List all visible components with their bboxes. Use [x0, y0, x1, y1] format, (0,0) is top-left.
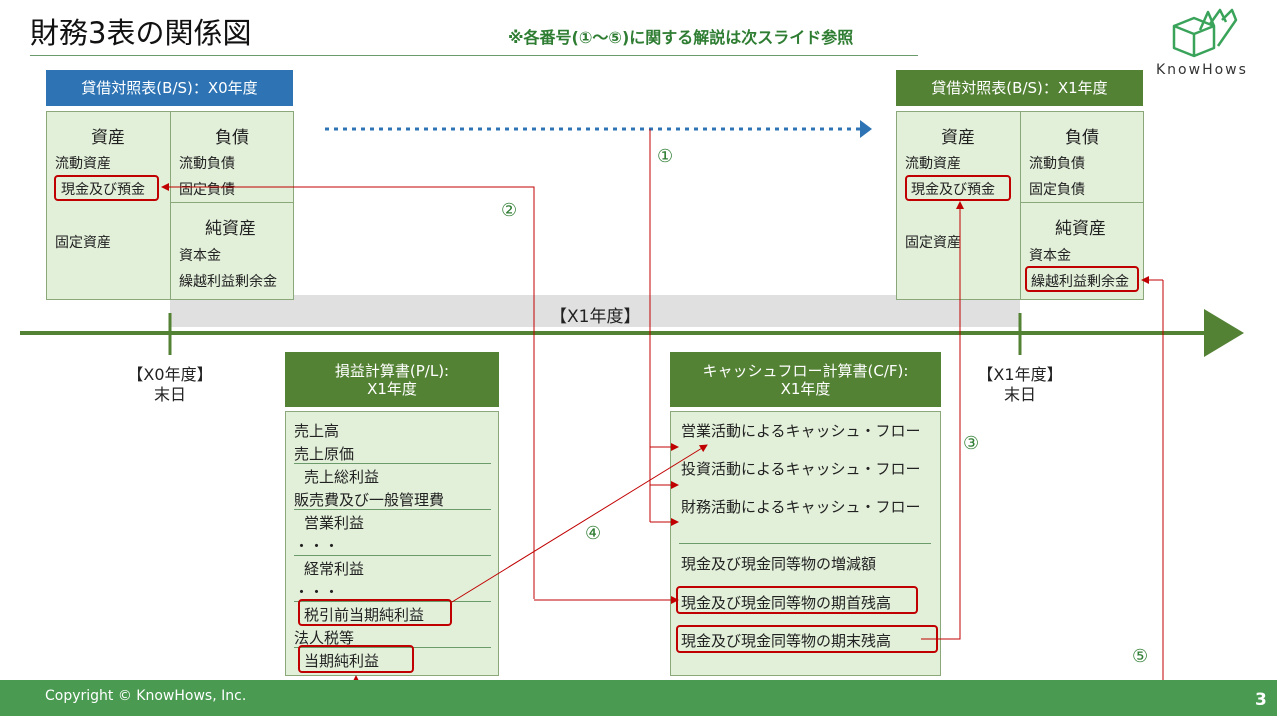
period-label: 【X1年度】 [550, 307, 641, 327]
copyright-text: Copyright © KnowHows, Inc. [45, 688, 247, 704]
pl-item: 売上原価 [294, 445, 355, 463]
page-number: 3 [1255, 690, 1267, 710]
bs-x1-liab-title: 負債 [1065, 128, 1099, 148]
pl-pretax-highlight [298, 599, 452, 626]
cf-item: 現金及び現金同等物の期末残高 [681, 632, 892, 650]
x1-period-band [170, 295, 1020, 327]
logo-text: KnowHows [1156, 62, 1248, 78]
marker-1: ① [657, 146, 674, 167]
bs-x1-current-liab: 流動負債 [1029, 156, 1085, 172]
pl-item: 売上総利益 [304, 468, 380, 486]
cf-header: キャッシュフロー計算書(C/F): X1年度 [670, 352, 941, 407]
bs-x1-equity-title: 純資産 [1055, 219, 1106, 239]
bs-x1-fixed-assets: 固定資産 [905, 235, 961, 251]
pl-divider [294, 509, 491, 510]
pl-item: 販売費及び一般管理費 [294, 491, 445, 509]
footer-bar [0, 680, 1277, 716]
bs-x0-assets-title: 資産 [91, 128, 125, 148]
bs-x0-cash-highlight [54, 175, 159, 201]
pl-divider [294, 463, 491, 464]
pl-divider [294, 647, 491, 648]
bs-x1-header: 貸借対照表(B/S)：X1年度 [896, 70, 1143, 106]
pl-table: 売上高 売上原価 売上総利益 販売費及び一般管理費 営業利益 ・・・ 経常利益 … [285, 411, 499, 676]
x1-end-label: 【X1年度】 末日 [960, 365, 1080, 405]
bs-rollforward-arrowhead [860, 120, 872, 138]
pl-divider [294, 555, 491, 556]
arrow-4 [451, 444, 708, 603]
pl-item: 法人税等 [294, 629, 355, 647]
marker-4: ④ [585, 523, 602, 544]
marker-5: ⑤ [1132, 646, 1149, 667]
x0-end-label: 【X0年度】 末日 [110, 365, 230, 405]
bs-x1-table: 資産 負債 純資産 流動資産 現金及び預金 固定資産 流動負債 固定負債 資本金… [896, 111, 1144, 300]
bs-x1-divider [1021, 202, 1143, 203]
x0-year-label: 【X0年度】 [127, 365, 213, 384]
page-title: 財務3表の関係図 [30, 16, 252, 50]
bs-x0-equity-title: 純資産 [205, 219, 256, 239]
cf-item: 投資活動によるキャッシュ・フロー [681, 460, 921, 478]
bs-x0-fixed-assets: 固定資産 [55, 235, 111, 251]
bs-x0-cash: 現金及び預金 [61, 182, 145, 198]
pl-item: 当期純利益 [304, 652, 380, 670]
bs-x0-retained: 繰越利益剰余金 [179, 274, 277, 290]
arrow-5-a [352, 280, 1164, 698]
arrow-3 [921, 201, 964, 640]
bs-x1-capital: 資本金 [1029, 248, 1071, 264]
pl-header: 損益計算書(P/L): X1年度 [285, 352, 499, 407]
pl-item: 経常利益 [304, 560, 365, 578]
bs-x0-fixed-liab: 固定負債 [179, 182, 235, 198]
title-divider [30, 55, 918, 56]
cf-item: 営業活動によるキャッシュ・フロー [681, 422, 921, 440]
cf-item: 財務活動によるキャッシュ・フロー [681, 498, 921, 516]
bs-x1-current-assets: 流動資産 [905, 156, 961, 172]
bs-x0-divider [171, 202, 293, 203]
pl-header-year: X1年度 [367, 379, 417, 398]
cf-table: 営業活動によるキャッシュ・フロー 投資活動によるキャッシュ・フロー 財務活動によ… [670, 411, 941, 676]
bs-x1-fixed-liab: 固定負債 [1029, 182, 1085, 198]
bs-x0-capital: 資本金 [179, 248, 221, 264]
cf-header-year: X1年度 [780, 379, 831, 398]
bs-x1-cash-highlight [905, 175, 1011, 201]
bs-x1-assets-col [897, 112, 1021, 299]
knowhows-logo-icon [1172, 8, 1238, 58]
x1-day-label: 末日 [1003, 385, 1036, 404]
bs-x1-retained: 繰越利益剰余金 [1031, 274, 1129, 290]
marker-3: ③ [963, 433, 980, 454]
pl-netincome-highlight [298, 645, 414, 673]
bs-x0-current-assets: 流動資産 [55, 156, 111, 172]
pl-header-title: 損益計算書(P/L): [334, 361, 450, 380]
marker-2: ② [501, 200, 518, 221]
bs-x0-liab-title: 負債 [215, 128, 249, 148]
cf-item: 現金及び現金同等物の増減額 [681, 555, 877, 573]
bs-x1-assets-title: 資産 [941, 128, 975, 148]
bs-x0-current-liab: 流動負債 [179, 156, 235, 172]
cf-item: 現金及び現金同等物の期首残高 [681, 594, 892, 612]
bs-x0-assets-col [47, 112, 171, 299]
pl-item: ・・・ [294, 537, 340, 555]
pl-item: 売上高 [294, 422, 340, 440]
cf-divider [679, 543, 931, 544]
pl-item: 営業利益 [304, 514, 365, 532]
x1-year-label: 【X1年度】 [977, 365, 1063, 384]
x0-day-label: 末日 [153, 385, 186, 404]
pl-divider [294, 601, 491, 602]
pl-item: ・・・ [294, 583, 340, 601]
arrow-2-line-a [161, 183, 535, 599]
bs-x0-header: 貸借対照表(B/S)：X0年度 [46, 70, 293, 106]
bs-x1-cash: 現金及び預金 [911, 182, 995, 198]
bs-x0-table: 資産 負債 純資産 流動資産 現金及び預金 固定資産 流動負債 固定負債 資本金… [46, 111, 294, 300]
bs-x1-retained-highlight [1025, 266, 1139, 292]
explanation-note: ※各番号(①〜⑤)に関する解説は次スライド参照 [508, 28, 854, 47]
cf-header-title: キャッシュフロー計算書(C/F): [702, 361, 909, 380]
pl-item: 税引前当期純利益 [304, 606, 425, 624]
